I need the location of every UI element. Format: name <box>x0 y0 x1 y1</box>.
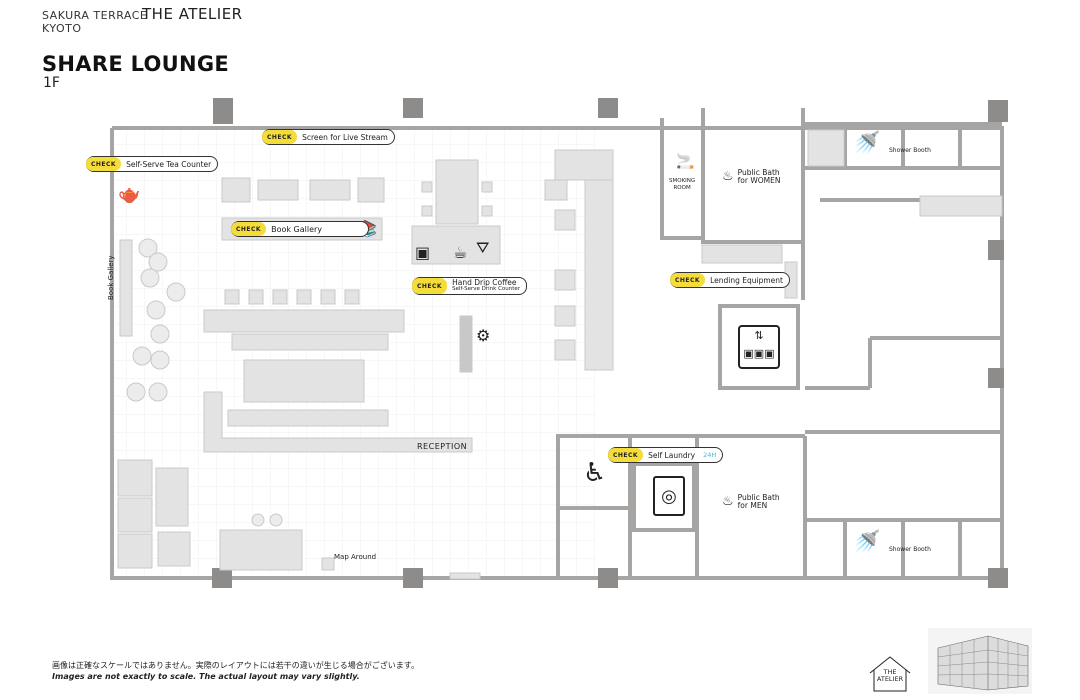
book-gallery-side-label: Book Gallery <box>107 255 115 300</box>
bath-men: ♨ Public Bath for MEN <box>722 494 780 510</box>
bath-men-line-2: for MEN <box>737 501 768 510</box>
hours-badge: 24H <box>703 451 717 459</box>
smoking-label-2: ROOM <box>673 185 691 191</box>
disclaimer-ja: 画像は正確なスケールではありません。実際のレイアウトには若干の違いが生じる場合が… <box>52 661 419 670</box>
microwave-icon: ▣ <box>415 243 431 262</box>
bath-women: ♨ Public Bath for WOMEN <box>722 169 781 185</box>
shower-icon-top: 🚿 <box>853 131 881 156</box>
callout-text: Book Gallery <box>271 224 323 234</box>
logo-text: THE ATELIER <box>868 669 912 683</box>
callout-book-gallery[interactable]: CHECK Book Gallery <box>231 221 370 237</box>
callout-text: Self-Serve Tea Counter <box>126 159 212 169</box>
smoking-room-label: SMOKING ROOM <box>669 178 695 192</box>
shower-booth-bottom-label: Shower Booth <box>889 546 931 553</box>
coffee-cup-icon: ☕ <box>453 243 468 262</box>
callout-lending[interactable]: CHECK Lending Equipment <box>670 272 790 288</box>
brand-location: SAKURA TERRACE KYOTO <box>42 9 147 35</box>
callout-subtext: Self-Serve Drink Counter <box>452 286 521 292</box>
hot-spring-icon: ♨ <box>722 494 734 509</box>
brand-name: THE ATELIER <box>142 5 243 23</box>
callout-text: Lending Equipment <box>710 275 783 285</box>
walls <box>110 108 1005 580</box>
page-title: SHARE LOUNGE <box>42 52 230 76</box>
wheelchair-icon: ♿ <box>583 458 607 488</box>
shower-icon-bottom: 🚿 <box>853 530 881 555</box>
check-badge: CHECK <box>262 130 298 144</box>
bath-women-line-1: Public Bath <box>737 168 780 177</box>
callout-live-stream[interactable]: CHECK Screen for Live Stream <box>262 129 395 145</box>
callout-laundry[interactable]: CHECK Self Laundry 24H <box>608 447 724 463</box>
bath-women-line-2: for WOMEN <box>737 176 781 185</box>
shower-booth-top-label: Shower Booth <box>889 147 931 154</box>
brand-line-1: SAKURA TERRACE <box>42 9 148 22</box>
callout-hand-drip[interactable]: CHECK Hand Drip Coffee Self-Serve Drink … <box>412 277 528 295</box>
check-badge: CHECK <box>412 278 448 294</box>
smoking-label-1: SMOKING <box>669 178 696 184</box>
callout-tea-counter[interactable]: CHECK Self-Serve Tea Counter <box>86 156 219 172</box>
coffee-grinder-icon: ⚙ <box>476 326 491 345</box>
coffee-dripper-icon: ⛛ <box>476 238 490 257</box>
floor-label: 1F <box>43 75 60 91</box>
teapot-icon: 🫖 <box>118 184 141 205</box>
elevator-icon: ⇅▣▣▣ <box>738 325 780 369</box>
callout-text: Self Laundry <box>648 450 696 460</box>
disclaimer-en: Images are not exactly to scale. The act… <box>52 672 360 681</box>
washing-machine-icon: ◎ <box>653 476 685 516</box>
hot-spring-icon: ♨ <box>722 169 734 184</box>
check-badge: CHECK <box>670 273 706 287</box>
round-stools <box>126 238 283 527</box>
logo-line-1: THE <box>883 668 897 676</box>
atelier-logo <box>869 656 911 692</box>
check-badge: CHECK <box>608 448 644 462</box>
callout-text: Hand Drip Coffee <box>452 278 517 287</box>
callout-text: Screen for Live Stream <box>302 132 388 142</box>
brand-line-2: KYOTO <box>42 22 82 35</box>
building-illustration <box>928 628 1032 694</box>
check-badge: CHECK <box>231 222 267 236</box>
map-around-label: Map Around <box>334 553 377 561</box>
check-badge: CHECK <box>86 157 122 171</box>
reception-label: RECEPTION <box>417 442 468 451</box>
logo-line-2: ATELIER <box>876 675 904 683</box>
bath-men-line-1: Public Bath <box>737 493 780 502</box>
smoking-icon: 🚬 <box>676 152 695 170</box>
